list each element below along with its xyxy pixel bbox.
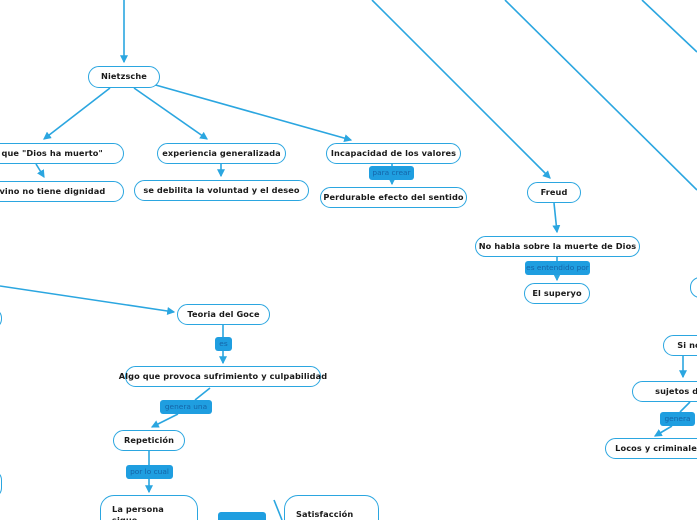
edge-e-nietzsche-experiencia bbox=[133, 87, 208, 140]
connector-label-es[interactable]: es bbox=[215, 337, 232, 351]
node-left-edge-node-b[interactable] bbox=[0, 470, 2, 498]
node-satisfaccion[interactable]: Satisfacción bbox=[284, 495, 379, 520]
node-no-habla[interactable]: No habla sobre la muerte de Dios bbox=[475, 236, 640, 257]
edge-e-satisfaccion-in bbox=[273, 499, 283, 520]
node-se-debilita[interactable]: se debilita la voluntad y el deseo bbox=[134, 180, 309, 201]
node-superyo[interactable]: El superyo bbox=[524, 283, 590, 304]
edge-e-sujetos-genera bbox=[679, 401, 691, 413]
connector-label-genera-una[interactable]: genera una bbox=[160, 400, 212, 414]
node-sujetos-de[interactable]: sujetos de bbox=[632, 381, 697, 402]
node-incapacidad[interactable]: Incapacidad de los valores bbox=[326, 143, 461, 164]
node-si-no[interactable]: Si no bbox=[663, 335, 697, 356]
node-algo-provoca[interactable]: Algo que provoca sufrimiento y culpabili… bbox=[119, 366, 327, 387]
edge-e-top3-right bbox=[504, 0, 697, 191]
edge-e-genera-locos bbox=[653, 425, 673, 437]
edge-e-genera-repeticion bbox=[150, 413, 179, 428]
connector-label-es-entendido-por[interactable]: es entendido por bbox=[525, 261, 590, 275]
edge-e-algo-genera bbox=[194, 387, 211, 401]
edge-e-freud-nohabla bbox=[552, 202, 561, 234]
edge-e-dios-lo-divino bbox=[35, 163, 45, 179]
node-experiencia[interactable]: experiencia generalizada bbox=[157, 143, 286, 164]
edge-e-nietzsche-incapacidad bbox=[151, 83, 353, 143]
node-repeticion[interactable]: Repetición bbox=[113, 430, 185, 451]
node-perdurable[interactable]: Perdurable efecto del sentido bbox=[320, 187, 467, 208]
node-teoria-goce[interactable]: Teoria del Goce bbox=[177, 304, 270, 325]
node-lo-divino[interactable]: Lo divino no tiene dignidad bbox=[0, 181, 124, 202]
edge-e-nietzsche-dios bbox=[43, 87, 111, 140]
node-dios-ha-muerto[interactable]: ncia que "Dios ha muerto" bbox=[0, 143, 124, 164]
node-freud[interactable]: Freud bbox=[527, 182, 581, 203]
connector-label-bottom-badge[interactable] bbox=[218, 512, 266, 520]
connector-label-genera-right[interactable]: genera bbox=[660, 412, 695, 426]
node-left-edge-node-a[interactable] bbox=[0, 308, 2, 329]
node-nietzsche[interactable]: Nietzsche bbox=[88, 66, 160, 88]
connector-label-para-crear[interactable]: para crear bbox=[369, 166, 414, 180]
node-right-edge-node-a[interactable] bbox=[690, 277, 697, 298]
connector-label-por-lo-cual[interactable]: por lo cual bbox=[126, 465, 173, 479]
edge-e-top4-right bbox=[641, 0, 697, 53]
edge-e-left-teoria bbox=[0, 285, 176, 315]
node-persona-sigue[interactable]: La persona sigue bbox=[100, 495, 198, 520]
node-locos-criminales[interactable]: Locos y criminales bbox=[605, 438, 697, 459]
